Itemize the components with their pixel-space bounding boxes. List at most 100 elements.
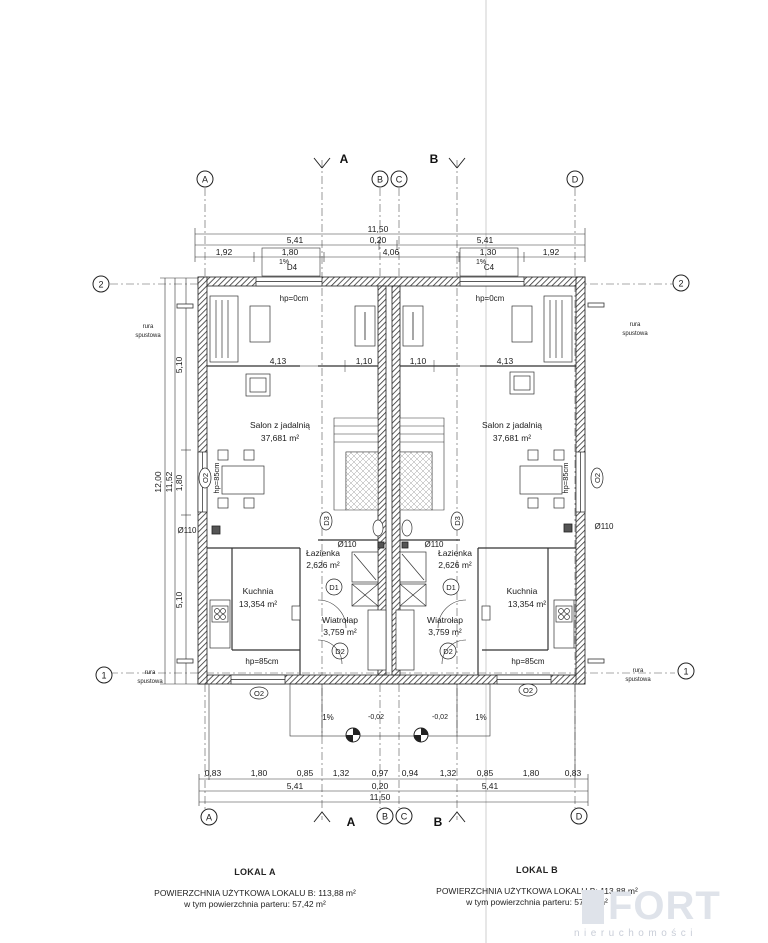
axis-label-b-bottom: B (382, 812, 388, 822)
axis-label-a-bottom: A (206, 813, 212, 823)
side-window-tags (198, 467, 604, 489)
drain-label-tl-1: rura (143, 324, 154, 330)
section-a-bottom: A (347, 815, 356, 829)
door-tag-d2-right: D2 (443, 647, 453, 656)
slope-top-right: 1% (476, 259, 486, 266)
drain-label-br-1: rura (633, 668, 644, 674)
dim-top-left-edge: 1,92 (216, 247, 233, 257)
bathroom-fixtures (351, 519, 427, 671)
door-tag-d1-left: D1 (329, 583, 339, 592)
door-swings (317, 599, 467, 665)
section-marks (313, 157, 466, 823)
dim-side-lower: 5,10 (174, 591, 184, 608)
pipe-label-left: Ø110 (178, 526, 198, 535)
dim-top-middle: 0,20 (370, 235, 387, 245)
caption-a-line1: POWIERZCHNIA UŻYTKOWA LOKALU B: 113,88 m… (154, 888, 356, 898)
drain-label-tr-1: rura (630, 322, 641, 328)
room-a-lazienka: Łazienka (306, 548, 340, 558)
room-a-kuchnia: Kuchnia (243, 586, 274, 596)
room-a-wiatrolap-area: 3,759 m² (323, 627, 357, 637)
top-window-boxes (261, 247, 519, 277)
dim-left-room-width: 4,13 (270, 356, 287, 366)
top-dimension-lines (194, 228, 586, 262)
side-dimension-lines (160, 277, 200, 685)
dim-bottom-right-half: 5,41 (482, 781, 499, 791)
axis-label-1-left: 1 (101, 671, 106, 681)
dim-bottom-seg-5: 0,97 (372, 768, 389, 778)
bottom-window-tags (249, 683, 538, 700)
sill-top-left: hp=0cm (280, 294, 309, 303)
dim-bottom-seg-3: 0,85 (297, 768, 314, 778)
pipe-label-center-left: Ø110 (338, 540, 358, 549)
caption-lokal-b: LOKAL B POWIERZCHNIA UŻYTKOWA LOKALU B: … (412, 865, 662, 908)
pipe-label-right: Ø110 (595, 522, 615, 531)
dim-top-center-span: 4,06 (383, 247, 400, 257)
axis-label-c-top: C (396, 175, 403, 185)
axis-label-d-top: D (572, 175, 579, 185)
axis-label-b-top: B (377, 175, 383, 185)
sill-bottom-left: hp=85cm (245, 657, 278, 666)
axis-label-a-top: A (202, 175, 208, 185)
dim-top-left-window: 1,80 (282, 247, 299, 257)
room-a-wiatrolap: Wiatrołap (322, 615, 358, 625)
dining-tables (217, 449, 565, 509)
dim-bottom-middle: 0,20 (372, 781, 389, 791)
logo-wordmark: FORT (608, 884, 721, 928)
dim-side-middle: 1,80 (174, 474, 184, 491)
level-right: -0,02 (432, 714, 448, 721)
axis-label-2-left: 2 (98, 280, 103, 290)
slope-top-left: 1% (279, 259, 289, 266)
inner-dimension-lines (209, 360, 574, 372)
sill-side-left: hp=85cm (212, 462, 221, 493)
dim-right-room-width: 4,13 (497, 356, 514, 366)
caption-b-line2: w tym powierzchnia parteru: 57,42 m² (466, 897, 608, 907)
drain-label-tr-2: spustowa (622, 331, 648, 337)
axis-markers: A B C D A B C D 2 2 1 1 (92, 170, 695, 826)
wardrobe-marks (364, 312, 414, 340)
interior-walls (207, 365, 576, 675)
pipe-label-center-right: Ø110 (425, 540, 445, 549)
room-a-salon-area: 37,681 m² (261, 433, 299, 443)
staircase (333, 417, 445, 511)
dim-bottom-seg-10: 0,83 (565, 768, 582, 778)
door-tag-d1-right: D1 (446, 583, 456, 592)
room-b-salon-area: 37,681 m² (493, 433, 531, 443)
door-tag-d3-right: D3 (453, 516, 462, 526)
dim-top-right-edge: 1,92 (543, 247, 560, 257)
window-tag-o2-bottom-left: O2 (254, 689, 264, 698)
dim-stair-right: 1,10 (410, 356, 427, 366)
room-b-kuchnia: Kuchnia (507, 586, 538, 596)
axis-label-c-bottom: C (401, 812, 408, 822)
axis-label-d-bottom: D (576, 812, 583, 822)
room-a-salon: Salon z jadalnią (250, 420, 310, 430)
door-tag-d3-left: D3 (322, 516, 331, 526)
room-b-salon: Salon z jadalnią (482, 420, 542, 430)
room-b-lazienka: Łazienka (438, 548, 472, 558)
window-tag-o2-bottom-right: O2 (523, 686, 533, 695)
dim-bottom-seg-6: 0,94 (402, 768, 419, 778)
dim-bottom-left-half: 5,41 (287, 781, 304, 791)
stair-landing-left (345, 451, 379, 511)
pipe-risers (211, 523, 573, 549)
axis-label-1-right: 1 (683, 667, 688, 677)
dim-bottom-total: 11,50 (370, 792, 391, 802)
dim-bottom-seg-9: 1,80 (523, 768, 540, 778)
level-markers (345, 727, 429, 743)
room-a-kuchnia-area: 13,354 m² (239, 599, 277, 609)
room-a-lazienka-area: 2,626 m² (306, 560, 340, 570)
axis-label-2-right: 2 (678, 279, 683, 289)
caption-lokal-a: LOKAL A POWIERZCHNIA UŻYTKOWA LOKALU B: … (130, 867, 380, 910)
drain-label-bl-2: spustowa (137, 679, 163, 685)
room-b-lazienka-area: 2,626 m² (438, 560, 472, 570)
drain-label-tl-2: spustowa (135, 333, 161, 339)
dim-top-total: 11,50 (368, 224, 389, 234)
dim-side-upper: 5,10 (174, 356, 184, 373)
dim-stair-left: 1,10 (356, 356, 373, 366)
door-tag-d2-left: D2 (335, 647, 345, 656)
drain-label-bl-1: rura (145, 670, 156, 676)
stair-landing-right (399, 451, 433, 511)
dim-bottom-seg-4: 1,32 (333, 768, 350, 778)
salon-furniture (209, 295, 573, 397)
sill-bottom-right: hp=85cm (511, 657, 544, 666)
